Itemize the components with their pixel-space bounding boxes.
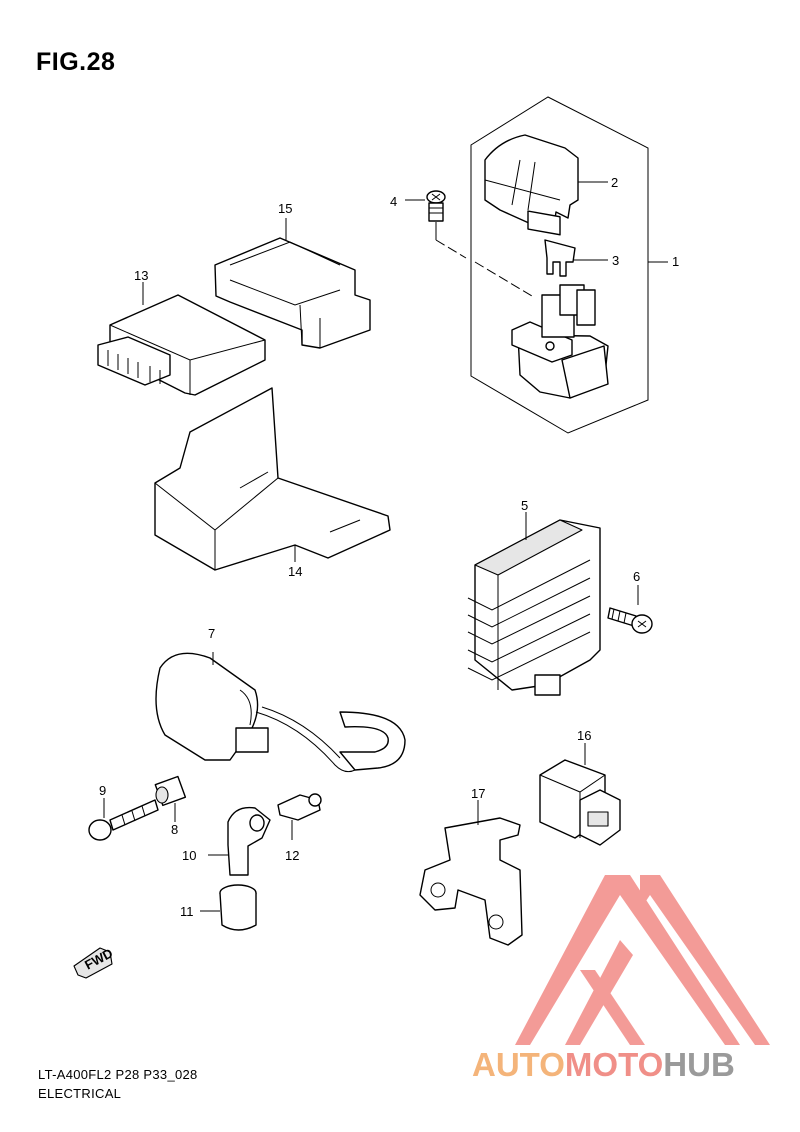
callout-4: 4 [390,194,397,209]
callout-5: 5 [521,498,528,513]
screw-part-4[interactable] [405,190,533,297]
ecm-unit-part[interactable] [97,282,266,396]
callout-9: 9 [99,783,106,798]
bracket-part-17[interactable] [419,800,523,946]
starter-relay-assembly-box [470,96,668,434]
cap-part-11[interactable] [200,884,257,931]
callout-6: 6 [633,569,640,584]
ignition-coil-part[interactable] [155,652,406,773]
spacer-part[interactable] [154,775,187,822]
automotohub-logo [515,875,770,1045]
callout-7: 7 [208,626,215,641]
fuse-part[interactable] [544,239,608,277]
connector-part-16[interactable] [539,743,621,846]
callout-17: 17 [471,786,485,801]
callout-16: 16 [577,728,591,743]
logo-word-moto: MOTO [564,1046,664,1083]
logo-wordmark: AUTOMOTOHUB [472,1046,735,1084]
callout-8: 8 [171,822,178,837]
diagram-reference-code: LT-A400FL2 P28 P33_028 [38,1067,198,1082]
terminal-part-12[interactable] [277,793,322,840]
logo-triangle-icon [515,875,770,1045]
callout-14: 14 [288,564,302,579]
bolt-part-9[interactable] [88,798,159,841]
callout-10: 10 [182,848,196,863]
callout-13: 13 [134,268,148,283]
mounting-plate-part[interactable] [154,387,391,571]
callout-12: 12 [285,848,299,863]
logo-word-hub: HUB [663,1046,735,1083]
figure-title: FIG.28 [36,48,116,76]
starter-relay-part[interactable] [511,284,609,399]
relay-cover-part[interactable] [484,134,608,236]
regulator-rectifier-part[interactable] [467,512,601,696]
callout-1: 1 [672,254,679,269]
bolt-part-6[interactable] [607,585,653,634]
callout-3: 3 [612,253,619,268]
spark-plug-cap-part[interactable] [208,806,271,876]
callout-11: 11 [180,904,194,919]
callout-2: 2 [611,175,618,190]
logo-word-auto: AUTO [472,1046,565,1083]
fwd-arrow: FWD [73,945,115,979]
callout-15: 15 [278,201,292,216]
section-name: ELECTRICAL [38,1086,122,1101]
ecm-holder-part[interactable] [214,218,371,349]
